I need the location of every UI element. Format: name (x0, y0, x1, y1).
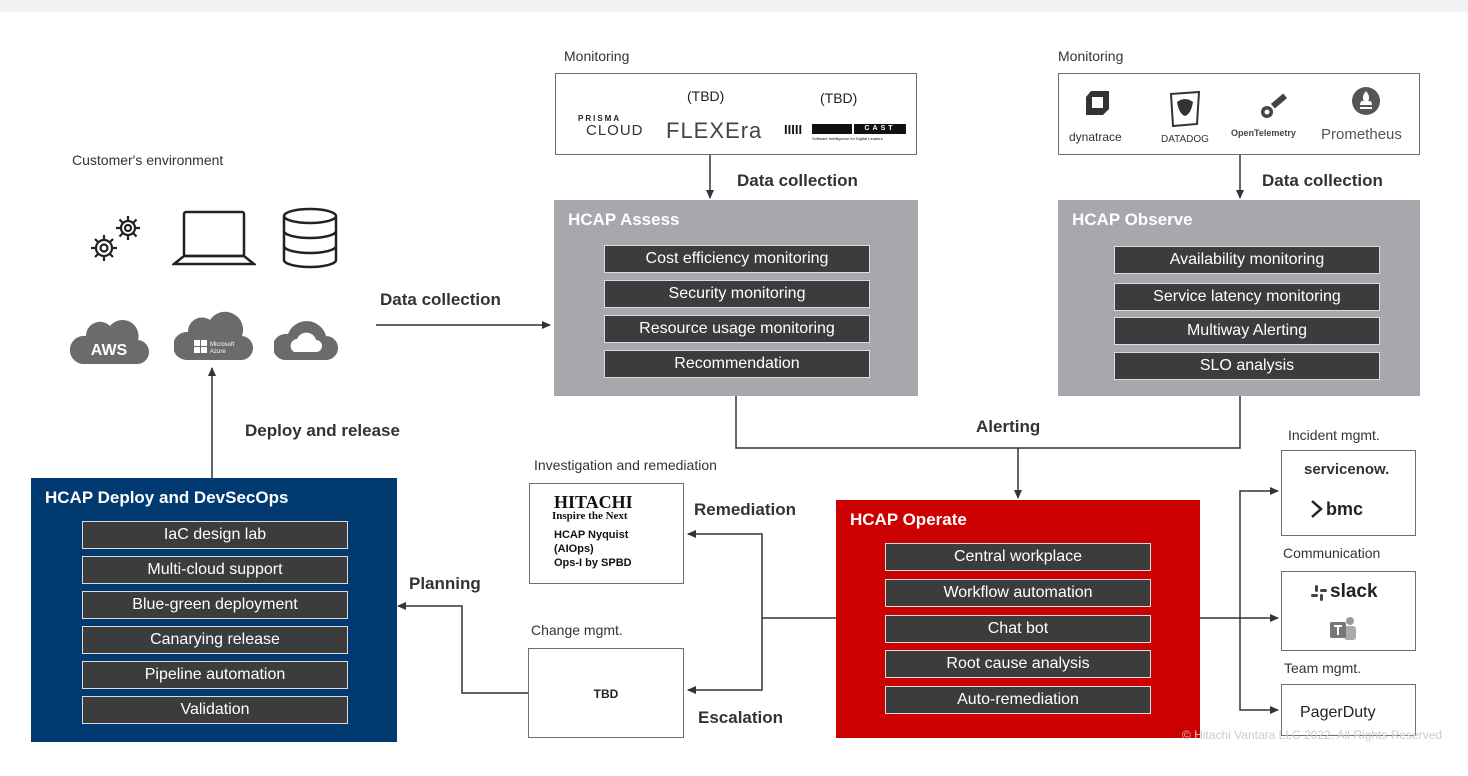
hcap-observe-title: HCAP Observe (1072, 210, 1193, 229)
deploy-item-iac: IaC design lab (82, 521, 348, 549)
deploy-item-canary: Canarying release (82, 626, 348, 654)
label-escalation: Escalation (698, 708, 784, 727)
change-caption: Change mgmt. (531, 622, 623, 638)
prisma-logo-bottom: CLOUD (586, 122, 644, 139)
azure-icon: Microsoft Azure (174, 311, 253, 361)
observe-item-slo: SLO analysis (1114, 352, 1380, 380)
label-data-collection-observe: Data collection (1262, 171, 1383, 190)
aws-icon: AWS (69, 319, 150, 365)
deploy-item-validation: Validation (82, 696, 348, 724)
assess-item-cost: Cost efficiency monitoring (604, 245, 870, 273)
alerting-merge-line (735, 396, 1241, 449)
team-caption: Team mgmt. (1284, 660, 1362, 676)
observe-item-latency: Service latency monitoring (1114, 283, 1380, 311)
operate-item-autoremediation: Auto-remediation (885, 686, 1151, 714)
observe-item-alerting: Multiway Alerting (1114, 317, 1380, 345)
arrow-remediation (687, 530, 763, 618)
deploy-item-bluegreen: Blue-green deployment (82, 591, 348, 619)
gears-icon (91, 216, 140, 261)
investigation-box: HITACHI Inspire the Next HCAP Nyquist (A… (529, 483, 684, 584)
label-data-collection-assess: Data collection (737, 171, 858, 190)
hcap-assess-panel: HCAP Assess Cost efficiency monitoring S… (554, 200, 918, 396)
arrow-escalation (687, 618, 763, 694)
label-planning: Planning (409, 574, 481, 593)
operate-item-workplace: Central workplace (885, 543, 1151, 571)
svg-text:Azure: Azure (210, 349, 226, 355)
label-deploy-release: Deploy and release (245, 421, 400, 440)
label-data-collection-left: Data collection (380, 290, 501, 309)
arrow-team (1239, 618, 1279, 714)
arrow-planning (397, 602, 528, 694)
operate-item-rca: Root cause analysis (885, 650, 1151, 678)
dynatrace-icon (1086, 91, 1109, 115)
hcap-observe-panel: HCAP Observe Availability monitoring Ser… (1058, 200, 1420, 396)
pagerduty-logo: PagerDuty (1300, 704, 1376, 721)
dynatrace-label: dynatrace (1069, 130, 1122, 144)
teams-icon (1330, 617, 1356, 640)
prisma-logo-top: PRISMA (578, 114, 622, 123)
label-remediation: Remediation (694, 500, 797, 519)
datadog-label: DATADOG (1161, 134, 1209, 145)
hcap-assess-title: HCAP Assess (568, 210, 680, 229)
tbd-flexera: (TBD) (687, 88, 725, 104)
assess-item-security: Security monitoring (604, 280, 870, 308)
monitoring-observe-box: dynatrace DATADOG OpenTelemetry Promethe… (1058, 73, 1420, 155)
investigation-line-1: HCAP Nyquist (554, 529, 629, 541)
tbd-cast: (TBD) (820, 90, 858, 106)
hcap-operate-panel: HCAP Operate Central workplace Workflow … (836, 500, 1200, 738)
servicenow-logo: servicenow. (1304, 461, 1390, 478)
label-alerting: Alerting (976, 417, 1041, 436)
copyright-footer: © Hitachi Vantara LLC 2022. All Rights R… (1182, 728, 1443, 742)
hitachi-logo: HITACHI (554, 492, 633, 512)
monitoring-assess-caption: Monitoring (564, 48, 630, 64)
communication-box: slack (1281, 571, 1416, 651)
flexera-logo: FLEXEra (666, 118, 763, 143)
cast-logo-right: CAST (854, 124, 906, 134)
investigation-line-2: (AIOps) (554, 543, 594, 555)
change-box: TBD (528, 648, 684, 738)
observe-item-availability: Availability monitoring (1114, 246, 1380, 274)
bmc-logo: bmc (1326, 499, 1364, 519)
google-cloud-icon (274, 321, 338, 360)
communication-caption: Communication (1283, 545, 1381, 561)
cast-tagline: Software Intelligence for Digital Leader… (812, 136, 883, 141)
assess-item-resource: Resource usage monitoring (604, 315, 870, 343)
arrow-incident (1239, 487, 1279, 618)
operate-item-chatbot: Chat bot (885, 615, 1151, 643)
change-value: TBD (593, 687, 619, 701)
opentelemetry-label: OpenTelemetry (1231, 128, 1296, 138)
hcap-deploy-panel: HCAP Deploy and DevSecOps IaC design lab… (31, 478, 397, 742)
aws-label: AWS (91, 342, 128, 359)
investigation-caption: Investigation and remediation (534, 457, 717, 473)
monitoring-assess-box: (TBD) (TBD) PRISMA CLOUD FLEXEra IIIII C… (555, 73, 917, 155)
bmc-icon (1311, 500, 1323, 518)
top-band (0, 0, 1468, 12)
operate-item-workflow: Workflow automation (885, 579, 1151, 607)
datadog-icon (1169, 90, 1201, 128)
incident-box: servicenow. bmc (1281, 450, 1416, 536)
deploy-item-pipeline: Pipeline automation (82, 661, 348, 689)
cast-logo-left: IIIII (784, 122, 803, 137)
cast-bar (812, 124, 852, 134)
hcap-deploy-title: HCAP Deploy and DevSecOps (45, 488, 289, 507)
customer-caption: Customer's environment (72, 152, 224, 168)
prometheus-icon (1352, 87, 1380, 115)
hitachi-tagline: Inspire the Next (552, 510, 628, 522)
incident-caption: Incident mgmt. (1288, 427, 1380, 443)
deploy-item-multicloud: Multi-cloud support (82, 556, 348, 584)
svg-text:Microsoft: Microsoft (210, 342, 235, 348)
team-box: PagerDuty (1281, 684, 1416, 736)
hcap-operate-title: HCAP Operate (850, 510, 967, 529)
database-icon (282, 207, 338, 269)
monitoring-observe-caption: Monitoring (1058, 48, 1124, 64)
slack-icon (1311, 585, 1327, 601)
investigation-line-3: Ops-I by SPBD (554, 557, 632, 569)
opentelemetry-icon (1261, 93, 1288, 118)
prometheus-label: Prometheus (1321, 126, 1402, 143)
laptop-icon (172, 210, 256, 266)
slack-logo: slack (1330, 581, 1378, 602)
assess-item-recommendation: Recommendation (604, 350, 870, 378)
